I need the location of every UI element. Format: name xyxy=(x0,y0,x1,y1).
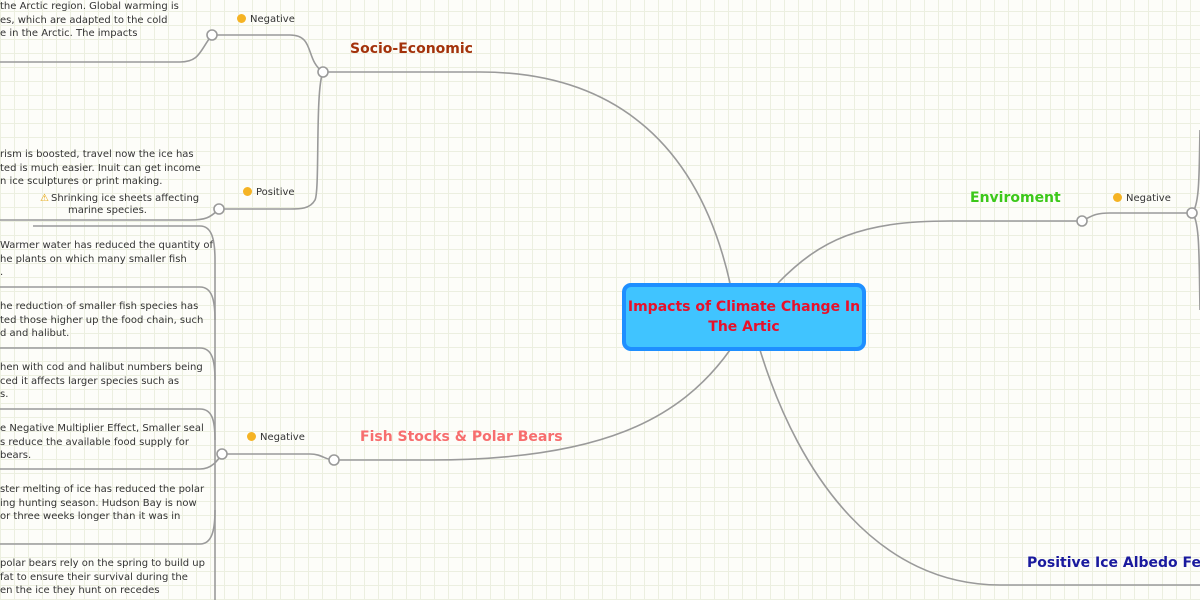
shrinking-ice-note[interactable]: ⚠Shrinking ice sheets affecting marine s… xyxy=(40,193,200,216)
collapse-node-socio[interactable] xyxy=(317,66,329,78)
topic-ice-albedo[interactable]: Positive Ice Albedo Fee xyxy=(1027,555,1200,571)
fish-item[interactable]: ster melting of ice has reduced the pola… xyxy=(0,484,205,522)
collapse-node-env-negative[interactable] xyxy=(1186,207,1198,219)
topic-socio-economic[interactable]: Socio-Economic xyxy=(350,41,473,57)
socio-negative-node[interactable]: Negative xyxy=(237,14,295,25)
topic-fish-stocks[interactable]: Fish Stocks & Polar Bears xyxy=(360,429,563,445)
sad-face-icon xyxy=(247,432,256,441)
fish-item[interactable]: e Negative Multiplier Effect, Smaller se… xyxy=(0,423,204,461)
socio-negative-text[interactable]: the Arctic region. Global warming is es,… xyxy=(0,1,179,39)
collapse-node-socio-negative[interactable] xyxy=(206,29,218,41)
collapse-node-socio-positive[interactable] xyxy=(213,203,225,215)
env-negative-node[interactable]: Negative xyxy=(1113,193,1171,204)
smile-face-icon xyxy=(243,187,252,196)
sad-face-icon xyxy=(1113,193,1122,202)
fish-item[interactable]: polar bears rely on the spring to build … xyxy=(0,558,205,596)
topic-environment[interactable]: Enviroment xyxy=(970,190,1061,206)
fish-item[interactable]: Warmer water has reduced the quantity of… xyxy=(0,240,214,278)
socio-positive-node[interactable]: Positive xyxy=(243,187,295,198)
collapse-node-fish-negative[interactable] xyxy=(216,448,228,460)
collapse-node-env[interactable] xyxy=(1076,215,1088,227)
sad-face-icon xyxy=(237,14,246,23)
socio-positive-text[interactable]: rism is boosted, travel now the ice has … xyxy=(0,149,201,187)
fish-negative-node[interactable]: Negative xyxy=(247,432,305,443)
warning-icon: ⚠ xyxy=(40,193,49,204)
fish-item[interactable]: he reduction of smaller fish species has… xyxy=(0,301,204,339)
collapse-node-fish[interactable] xyxy=(328,454,340,466)
root-node[interactable]: Impacts of Climate Change In The Artic xyxy=(622,283,866,351)
